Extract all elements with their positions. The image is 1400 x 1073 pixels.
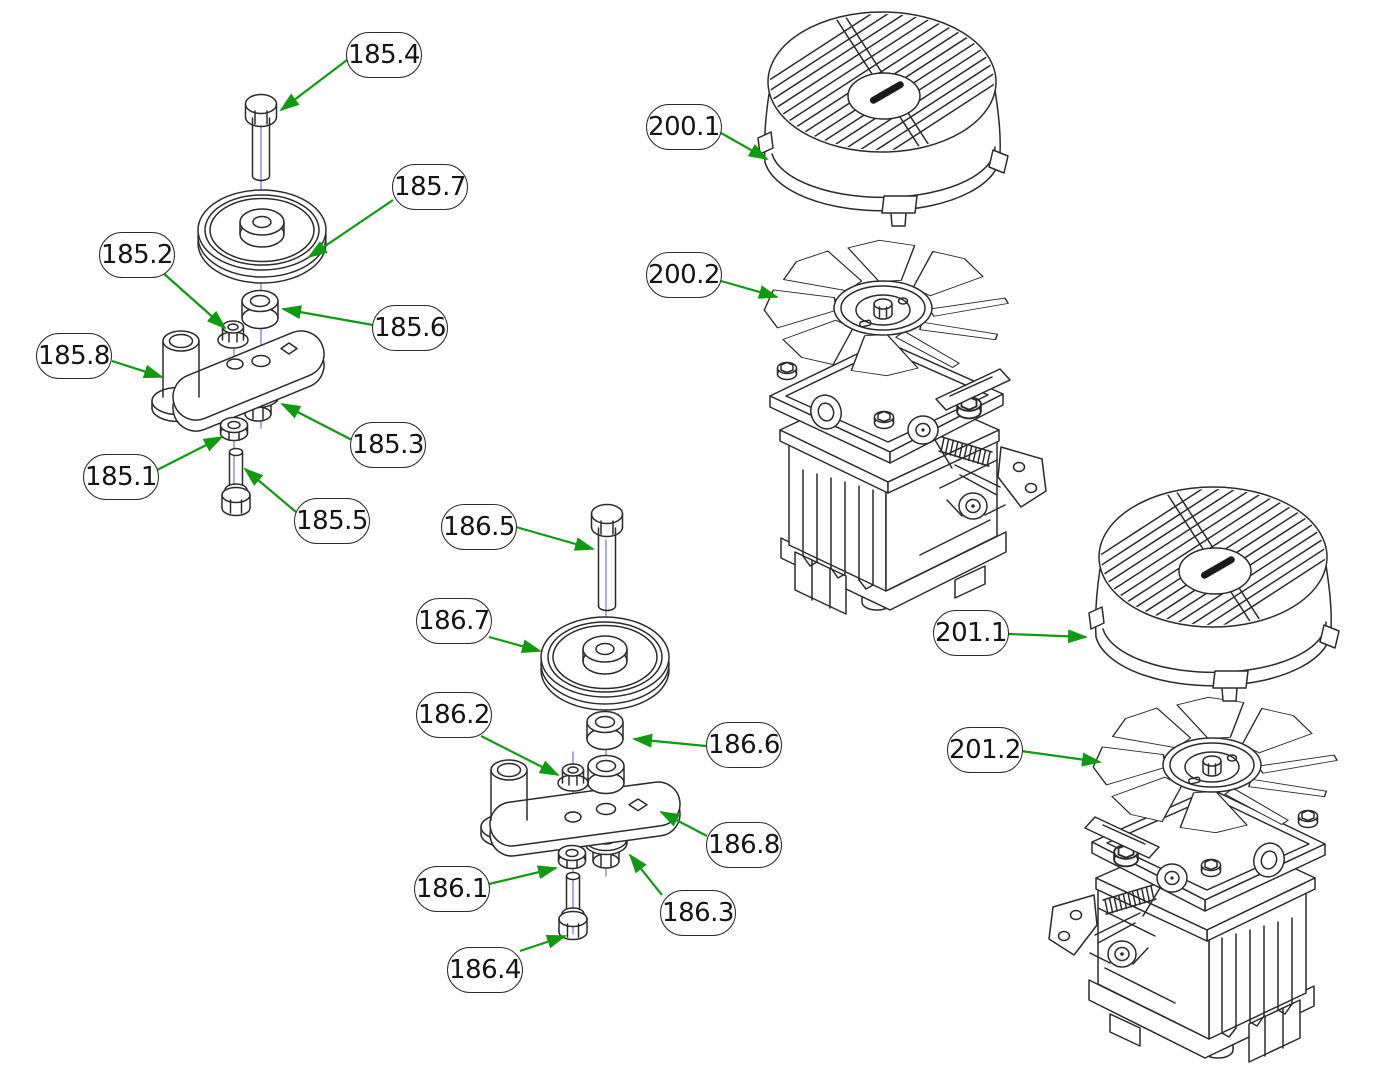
callout-185-8: 185.8 bbox=[36, 333, 112, 379]
part-transaxle-body-201 bbox=[1049, 789, 1325, 1062]
part-hex-bolt-185-4 bbox=[244, 93, 278, 182]
callout-185-5: 185.5 bbox=[294, 498, 370, 544]
callout-186-2: 186.2 bbox=[416, 692, 492, 738]
transaxle-assembly-200 bbox=[747, 0, 1046, 614]
callout-185-4: 185.4 bbox=[346, 32, 422, 78]
idler-assembly-185 bbox=[151, 93, 327, 517]
part-idler-pulley-185-7 bbox=[197, 189, 327, 284]
part-shoulder-bolt-185-5 bbox=[221, 447, 251, 517]
callout-201-1: 201.1 bbox=[933, 610, 1009, 656]
idler-assembly-186 bbox=[480, 503, 681, 941]
callout-185-3: 185.3 bbox=[350, 422, 426, 468]
part-flange-nut-185-1 bbox=[219, 416, 249, 442]
part-flange-nut-186-2 bbox=[557, 763, 589, 792]
callout-186-5: 186.5 bbox=[441, 504, 517, 550]
callout-186-6: 186.6 bbox=[706, 722, 782, 768]
part-idler-arm-186-8 bbox=[480, 759, 681, 857]
part-spacer-186-6 bbox=[586, 710, 624, 751]
part-spacer-185-6 bbox=[241, 289, 279, 330]
part-idler-arm-185-8 bbox=[151, 330, 325, 432]
transaxle-assembly-201 bbox=[1049, 439, 1348, 1062]
callout-185-7: 185.7 bbox=[392, 164, 468, 210]
callout-186-7: 186.7 bbox=[416, 598, 492, 644]
callout-185-2: 185.2 bbox=[99, 232, 175, 278]
part-fan-guard-200-1 bbox=[747, 0, 1017, 226]
part-transaxle-body-200 bbox=[770, 341, 1046, 614]
callout-186-4: 186.4 bbox=[447, 947, 523, 993]
part-fan-guard-201-1 bbox=[1078, 439, 1348, 701]
part-idler-pulley-186-7 bbox=[540, 616, 670, 711]
part-bushing-ring-186 bbox=[587, 754, 625, 795]
part-hex-bolt-186-5 bbox=[590, 503, 624, 612]
callout-185-1: 185.1 bbox=[83, 454, 159, 500]
callout-186-1: 186.1 bbox=[414, 866, 490, 912]
part-flange-nut-186-1 bbox=[557, 844, 587, 870]
callout-186-8: 186.8 bbox=[706, 822, 782, 868]
callout-200-2: 200.2 bbox=[646, 252, 722, 298]
leader-arrows bbox=[111, 59, 1102, 953]
callout-201-2: 201.2 bbox=[947, 727, 1023, 773]
part-cooling-fan-200-2 bbox=[760, 238, 1010, 378]
callout-185-6: 185.6 bbox=[372, 305, 448, 351]
callout-186-3: 186.3 bbox=[660, 890, 736, 936]
callout-200-1: 200.1 bbox=[646, 104, 722, 150]
